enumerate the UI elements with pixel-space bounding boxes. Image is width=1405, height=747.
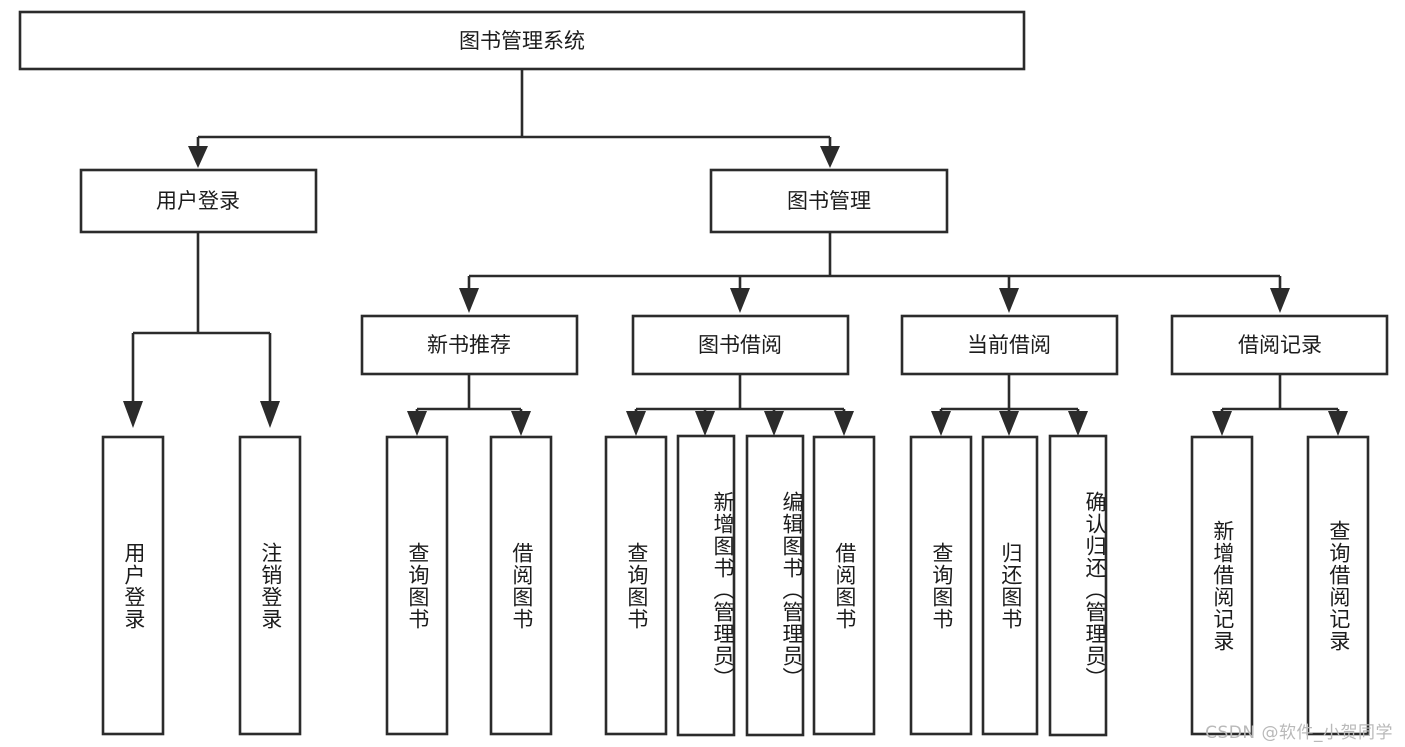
node-book-manage[interactable]: 图书管理 [709,168,949,234]
edge-group-current-borrow-to-leaves [931,374,1088,436]
node-leaf-confirm-return-box[interactable] [1048,434,1108,737]
node-user-login-box[interactable] [79,168,318,234]
arrow-head-leaf-add-record [1212,411,1232,436]
node-leaf-query-record-box[interactable] [1306,435,1370,736]
arrow-head-leaf-return-book [999,411,1019,436]
node-leaf-borrow-book-1-box[interactable] [489,435,553,736]
node-current-borrow-box[interactable] [900,314,1119,376]
edge-group-borrow-record-to-leaves [1212,374,1348,436]
node-leaf-return-book-box[interactable] [981,435,1039,736]
edge-group-user-login-to-leaves [123,232,280,428]
node-book-borrow-label: 图书借阅 [698,333,782,357]
arrow-head-leaf-borrow-book-2 [834,411,854,436]
leaf-boxes [101,434,1370,737]
arrow-head-book-borrow [730,288,750,313]
arrow-head-user-login [188,146,208,168]
node-current-borrow-label: 当前借阅 [967,333,1051,357]
arrow-head-leaf-edit-book [764,411,784,436]
arrow-head-current-borrow [999,288,1019,313]
node-root[interactable]: 图书管理系统 [18,10,1026,71]
arrow-head-leaf-query-book-2 [626,411,646,436]
arrow-head-leaf-query-book-1 [407,411,427,436]
arrow-head-leaf-add-book [695,411,715,436]
node-borrow-record-box[interactable] [1170,314,1389,376]
node-root-label: 图书管理系统 [459,29,585,53]
arrow-head-leaf-user-logout [260,401,280,428]
edge-group-root-to-level1 [188,69,840,168]
node-user-login-label: 用户登录 [156,189,240,213]
node-book-manage-label: 图书管理 [787,189,871,213]
node-leaf-add-record-box[interactable] [1190,435,1254,736]
node-book-borrow-box[interactable] [631,314,850,376]
node-leaf-query-book-3-box[interactable] [909,435,973,736]
node-leaf-borrow-book-2-box[interactable] [812,435,876,736]
arrow-head-leaf-query-book-3 [931,411,951,436]
edge-group-new-book-recommend-to-leaves [407,374,531,436]
node-new-book-recommend[interactable]: 新书推荐 [360,314,579,376]
arrow-head-leaf-borrow-book-1 [511,411,531,436]
edge-group-book-borrow-to-leaves [626,374,854,436]
node-new-book-recommend-label: 新书推荐 [427,333,511,357]
node-leaf-user-login-box[interactable] [101,435,165,736]
node-leaf-query-book-2-box[interactable] [604,435,668,736]
node-user-login[interactable]: 用户登录 [79,168,318,234]
edge-group-book-manage-to-level2 [459,232,1290,313]
arrow-head-borrow-record [1270,288,1290,313]
node-root-box[interactable] [18,10,1026,71]
arrow-head-book-manage [820,146,840,168]
node-borrow-record[interactable]: 借阅记录 [1170,314,1389,376]
node-leaf-query-book-1-box[interactable] [385,435,449,736]
node-book-borrow[interactable]: 图书借阅 [631,314,850,376]
arrow-head-leaf-query-record [1328,411,1348,436]
node-leaf-user-logout-box[interactable] [238,435,302,736]
node-new-book-recommend-box[interactable] [360,314,579,376]
node-leaf-edit-book-box[interactable] [745,434,805,737]
arrow-head-leaf-user-login [123,401,143,428]
arrow-head-leaf-confirm-return [1068,411,1088,436]
node-leaf-add-book-box[interactable] [676,434,736,737]
node-current-borrow[interactable]: 当前借阅 [900,314,1119,376]
node-borrow-record-label: 借阅记录 [1238,333,1322,357]
arrow-head-new-book-recommend [459,288,479,313]
node-book-manage-box[interactable] [709,168,949,234]
csdn-watermark: CSDN @软件_小贺同学 [1205,723,1393,743]
